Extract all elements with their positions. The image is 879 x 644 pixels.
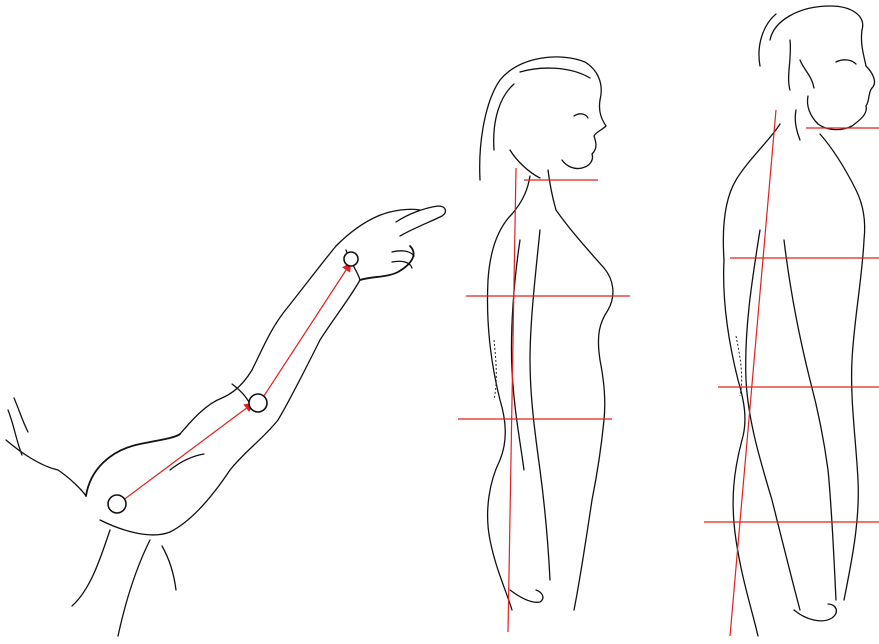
- arm-figure: [6, 206, 445, 636]
- upper-arm-axis: [118, 404, 252, 504]
- shoulder-joint: [108, 495, 126, 513]
- female-figure: [458, 57, 630, 632]
- wrist-joint: [344, 252, 358, 266]
- male-figure: [704, 6, 879, 636]
- elbow-joint: [249, 394, 267, 412]
